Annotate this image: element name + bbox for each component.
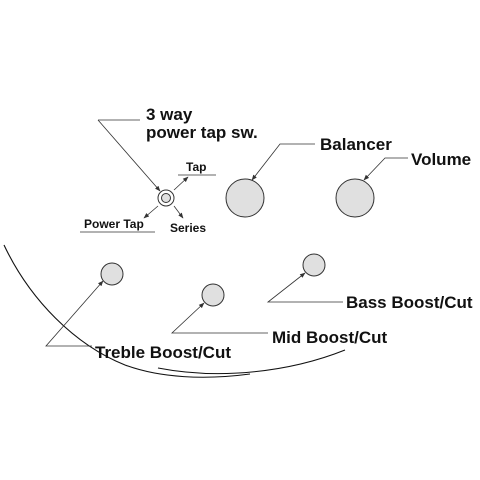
balancer-leader	[251, 143, 315, 181]
balancer-knob	[225, 178, 265, 218]
power-tap-arrow	[143, 205, 159, 219]
treble-knob	[100, 262, 124, 286]
series-arrow	[173, 205, 184, 219]
switch-label-line2: power tap sw.	[146, 123, 258, 142]
switch-label-line1: 3 way	[146, 105, 193, 124]
volume-knob	[335, 178, 375, 218]
volume-label: Volume	[411, 150, 471, 169]
balancer-label: Balancer	[320, 135, 392, 154]
tap-label: Tap	[186, 160, 206, 174]
treble-leader	[45, 280, 104, 347]
volume-leader	[363, 157, 408, 181]
power-tap-switch	[157, 189, 175, 207]
switch-arrow	[97, 119, 161, 192]
power-tap-label: Power Tap	[84, 217, 144, 231]
series-label: Series	[170, 221, 206, 235]
bass-label: Bass Boost/Cut	[346, 293, 473, 312]
body-outline-left	[3, 244, 251, 378]
bass-leader	[266, 272, 343, 303]
mid-label: Mid Boost/Cut	[272, 328, 388, 347]
treble-label: Treble Boost/Cut	[95, 343, 231, 362]
mid-leader	[170, 302, 268, 334]
tap-arrow	[173, 176, 189, 191]
mid-knob	[201, 283, 225, 307]
bass-knob	[302, 253, 326, 277]
body-outline-right	[157, 349, 346, 375]
